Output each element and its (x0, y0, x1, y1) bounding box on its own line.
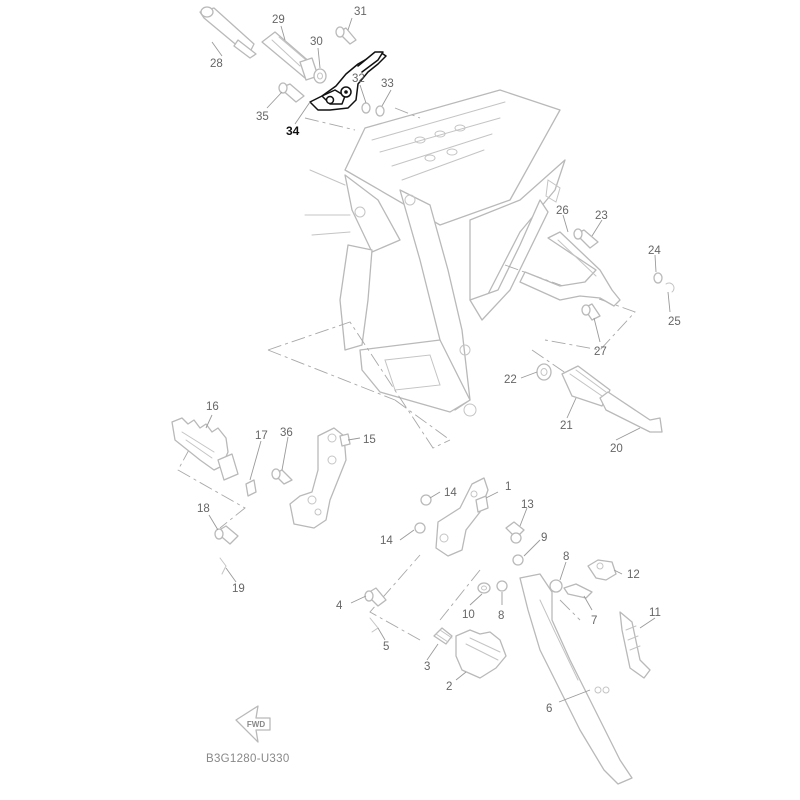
callout-27: 27 (594, 346, 607, 358)
callout-14-lower: 14 (380, 535, 393, 547)
callout-1: 1 (505, 481, 511, 493)
callout-19: 19 (232, 583, 245, 595)
callout-20: 20 (610, 443, 623, 455)
callout-13: 13 (521, 499, 534, 511)
callout-3: 3 (424, 661, 430, 673)
left-footpeg-group (171, 417, 351, 575)
callout-17: 17 (255, 430, 268, 442)
callout-15: 15 (363, 434, 376, 446)
callout-30: 30 (310, 36, 323, 48)
callout-numbers: 1 2 3 4 5 6 7 8 8 9 10 11 12 13 14 14 15… (197, 6, 681, 715)
diagram-code: B3G1280-U330 (206, 753, 290, 765)
fwd-label: FWD (247, 720, 265, 729)
callout-29: 29 (272, 14, 285, 26)
motorcycle-frame (304, 89, 566, 417)
callout-28: 28 (210, 58, 223, 70)
callout-4: 4 (336, 600, 343, 612)
callout-34: 34 (286, 124, 300, 138)
callout-26: 26 (556, 205, 569, 217)
rear-footpeg-group (199, 6, 385, 117)
callout-16: 16 (206, 401, 219, 413)
fwd-arrow-icon: FWD (235, 705, 271, 743)
callout-32: 32 (352, 73, 365, 85)
callout-23: 23 (595, 210, 608, 222)
callout-2: 2 (446, 681, 452, 693)
callout-5: 5 (383, 641, 389, 653)
callout-18: 18 (197, 503, 210, 515)
highlighted-bracket-part-34 (309, 51, 387, 111)
callout-24: 24 (648, 245, 661, 257)
callout-36: 36 (280, 427, 293, 439)
callout-12: 12 (627, 569, 640, 581)
callout-6: 6 (546, 703, 552, 715)
callout-9: 9 (541, 532, 547, 544)
callout-33: 33 (381, 78, 394, 90)
callout-25: 25 (668, 316, 681, 328)
callout-11: 11 (649, 607, 661, 619)
callout-8-upper: 8 (563, 551, 569, 563)
callout-8-lower: 8 (498, 610, 504, 622)
side-stand-bracket-group (519, 228, 675, 321)
callout-21: 21 (560, 420, 573, 432)
callout-10: 10 (462, 609, 475, 621)
leader-lines (205, 17, 671, 703)
callout-7: 7 (591, 615, 597, 627)
callout-35: 35 (256, 111, 269, 123)
callout-31: 31 (354, 6, 367, 18)
callout-14-upper: 14 (444, 487, 457, 499)
right-footpeg-group (536, 363, 663, 433)
lower-bracket-group (364, 477, 651, 785)
callout-22: 22 (504, 374, 517, 386)
